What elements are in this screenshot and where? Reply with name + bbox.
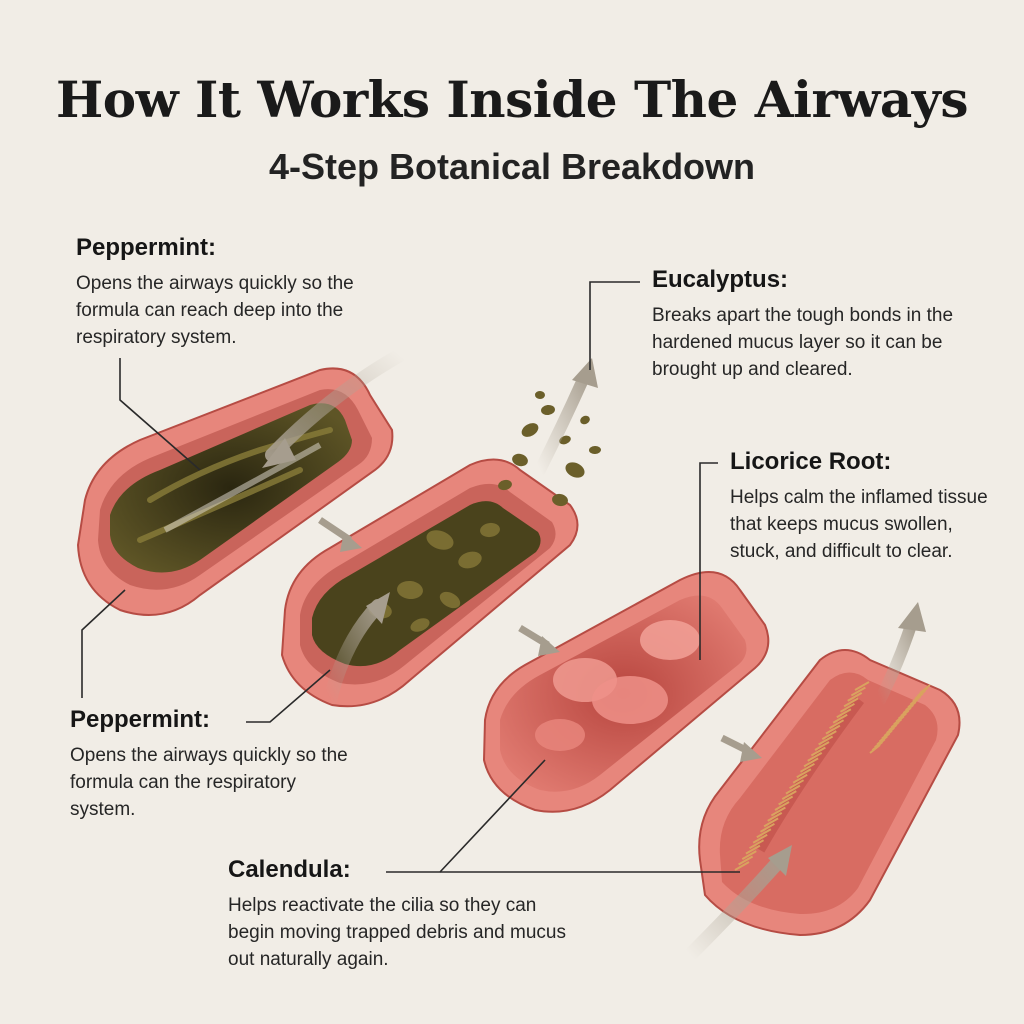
cilium bbox=[785, 784, 801, 795]
label-eucalyptus-name: Eucalyptus: bbox=[652, 266, 789, 293]
airway-segment-cilia bbox=[698, 649, 961, 937]
cilium bbox=[734, 861, 750, 871]
step-arrowhead-3 bbox=[740, 742, 762, 762]
cilium bbox=[792, 773, 808, 784]
flow-arrow-3 bbox=[534, 369, 591, 476]
cilium bbox=[832, 713, 848, 724]
mucus-fragment bbox=[498, 479, 512, 491]
cilium bbox=[741, 850, 757, 860]
cilium bbox=[854, 681, 870, 691]
cilium bbox=[829, 719, 845, 730]
mucus-fragment bbox=[541, 404, 555, 416]
label-eucalyptus: Eucalyptus: Breaks apart the tough bonds… bbox=[652, 266, 972, 383]
label-peppermint-top: Peppermint: Opens the airways quickly so… bbox=[76, 234, 416, 351]
label-peppermint-top-name: Peppermint: bbox=[76, 234, 217, 261]
step-arrowhead-1 bbox=[340, 532, 362, 552]
mucus-fragment bbox=[439, 591, 461, 609]
cilium bbox=[752, 833, 768, 844]
label-licorice-root-name: Licorice Root: bbox=[730, 448, 892, 475]
segment1-mucus-highlight bbox=[137, 427, 333, 543]
cilium bbox=[839, 702, 855, 713]
mucus-fragment bbox=[589, 445, 601, 455]
airway-segment-inflamed bbox=[482, 571, 770, 813]
mucus-fragment bbox=[458, 551, 482, 569]
swollen-tissue-2 bbox=[592, 676, 668, 724]
label-licorice-root: Licorice Root: Helps calm the inflamed t… bbox=[730, 448, 990, 565]
cilium bbox=[767, 812, 783, 822]
swollen-tissue-3 bbox=[640, 620, 700, 660]
flow-arrowhead-2 bbox=[366, 592, 390, 624]
cilium bbox=[821, 730, 837, 740]
segment4-inner-lumen bbox=[719, 672, 938, 915]
page-title: How It Works Inside The Airways bbox=[55, 70, 969, 129]
cilium bbox=[781, 790, 797, 800]
flow-arrowhead-1 bbox=[262, 438, 296, 468]
cilium bbox=[807, 752, 823, 762]
mucus-fragment bbox=[480, 522, 500, 538]
mucus-fragment bbox=[565, 462, 585, 478]
leader-lines bbox=[81, 281, 740, 873]
flow-arrowhead-5 bbox=[768, 845, 792, 876]
label-calendula-name: Calendula: bbox=[228, 856, 351, 883]
page-subtitle: 4-Step Botanical Breakdown bbox=[268, 146, 756, 187]
segment1-opening-channel bbox=[163, 442, 322, 533]
leader-peppermint-top bbox=[119, 358, 201, 471]
cilium bbox=[738, 855, 754, 866]
leader-licorice bbox=[699, 462, 718, 660]
cilium bbox=[814, 741, 830, 751]
mucus-fragment bbox=[426, 530, 454, 550]
mucus-fragment bbox=[512, 453, 528, 467]
cilium bbox=[919, 684, 931, 694]
cilium bbox=[803, 757, 819, 768]
label-peppermint-bottom-name: Peppermint: bbox=[70, 706, 211, 733]
label-eucalyptus-description: Breaks apart the tough bonds in the hard… bbox=[652, 305, 954, 380]
mucus-fragment bbox=[535, 390, 545, 400]
flow-arrowhead-4 bbox=[898, 602, 926, 632]
cilium bbox=[796, 768, 812, 779]
cilium bbox=[825, 724, 841, 735]
cilia-hairs bbox=[734, 681, 931, 871]
cilium bbox=[745, 844, 761, 855]
label-peppermint-bottom-description: Opens the airways quickly so the formula… bbox=[70, 745, 348, 820]
label-peppermint-top-description: Opens the airways quickly so the formula… bbox=[76, 273, 354, 348]
cilium bbox=[789, 779, 805, 790]
cilium bbox=[759, 822, 775, 833]
mucus-fragment bbox=[521, 423, 539, 437]
flow-arrowhead-3 bbox=[572, 358, 598, 388]
cilium bbox=[774, 801, 790, 811]
cilium bbox=[756, 828, 772, 839]
label-licorice-root-description: Helps calm the inflamed tissue that keep… bbox=[730, 487, 988, 562]
leader-peppermint-bottom-right bbox=[246, 669, 331, 723]
mucus-fragment bbox=[410, 618, 430, 632]
flow-arrow-2 bbox=[323, 599, 385, 707]
swollen-tissue-4 bbox=[535, 719, 585, 751]
cilium bbox=[843, 697, 859, 708]
cilium bbox=[818, 735, 834, 746]
label-calendula-description: Helps reactivate the cilia so they can b… bbox=[228, 895, 566, 970]
cilium bbox=[778, 795, 794, 806]
mucus-fragment bbox=[397, 580, 423, 600]
segment4-inner-shadow bbox=[755, 697, 865, 853]
label-calendula: Calendula: Helps reactivate the cilia so… bbox=[228, 856, 568, 973]
step-arrowhead-2 bbox=[538, 636, 560, 656]
label-peppermint-bottom: Peppermint: Opens the airways quickly so… bbox=[70, 706, 350, 823]
flow-arrow-5 bbox=[683, 853, 787, 962]
cilium bbox=[749, 839, 765, 850]
cilium bbox=[770, 806, 786, 817]
leader-peppermint-bottom-up bbox=[81, 589, 126, 698]
airway-segment-clogged bbox=[76, 367, 394, 616]
cilium bbox=[847, 692, 863, 702]
mucus-fragment bbox=[552, 493, 568, 507]
cilium bbox=[799, 762, 815, 773]
mucus-fragment bbox=[580, 415, 590, 425]
cilium bbox=[810, 746, 826, 757]
flow-arrows bbox=[262, 348, 926, 962]
cilium bbox=[850, 686, 866, 697]
cilium bbox=[836, 708, 852, 719]
leader-eucalyptus bbox=[589, 281, 640, 370]
cilium bbox=[763, 817, 779, 828]
mucus-fragments bbox=[368, 390, 601, 632]
